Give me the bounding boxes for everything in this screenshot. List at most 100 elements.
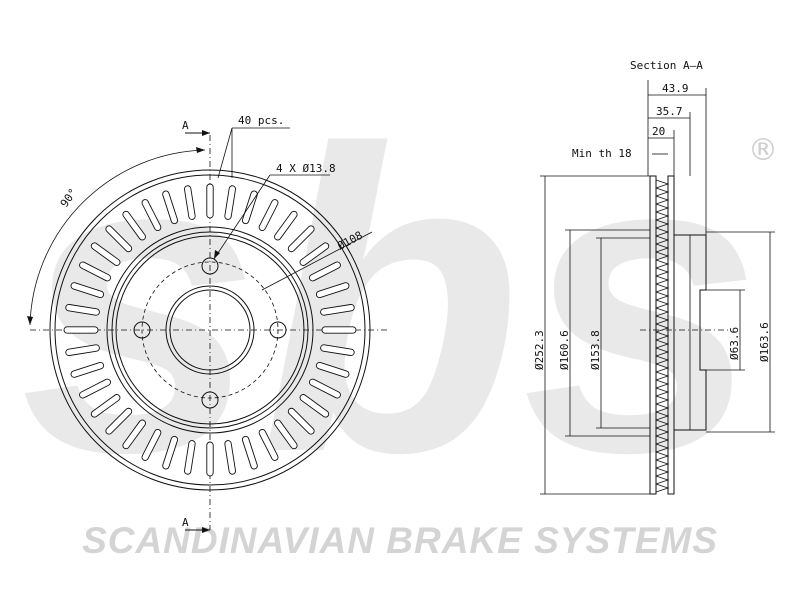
dim-outer-diameter: Ø252.3: [533, 330, 546, 370]
vent-slot: [320, 304, 355, 316]
vent-slot: [70, 282, 105, 299]
logo-text: sbs: [20, 62, 761, 542]
vent-slot: [162, 435, 179, 470]
dim-hat-height: 35.7: [656, 105, 683, 118]
cooling-vane: [655, 483, 670, 493]
friction-plate-outer: [649, 175, 657, 495]
cooling-vane: [655, 451, 670, 461]
cooling-vane: [655, 211, 670, 221]
vent-slots: [63, 183, 357, 477]
cooling-vane: [655, 371, 670, 381]
vent-slot: [141, 428, 162, 461]
cooling-vane: [655, 467, 670, 477]
section-marker-top-label: A: [182, 119, 189, 132]
vent-slot: [162, 190, 179, 225]
cooling-vane: [655, 251, 670, 261]
dim-hat-diameter: Ø163.6: [758, 322, 771, 362]
cooling-vane: [655, 379, 670, 389]
vent-slot: [79, 261, 112, 282]
bolt-circle-leader: [261, 231, 373, 291]
cooling-vane: [655, 459, 670, 469]
vent-slot: [258, 428, 279, 461]
cooling-vane: [655, 355, 670, 365]
vent-slot: [274, 419, 298, 450]
vent-slot: [90, 394, 121, 418]
bolt-hole-leader-diag: [213, 174, 271, 260]
bolt-hole-left: [133, 321, 151, 339]
hat-profile: [674, 234, 707, 431]
vent-slot: [70, 361, 105, 378]
section-title: Section A–A: [630, 59, 703, 72]
friction-plate-inner: [667, 175, 675, 495]
friction-ring-inner-edge: [106, 226, 314, 434]
vent-slot: [299, 394, 330, 418]
vent-count-label: 40 pcs.: [238, 114, 284, 127]
vent-slot: [122, 419, 146, 450]
vent-slot: [141, 199, 162, 232]
cooling-vane: [655, 315, 670, 325]
vent-slot: [122, 210, 146, 241]
dim-overall-height: 43.9: [662, 82, 689, 95]
vent-slot: [105, 225, 133, 253]
hat-outer-edge: [115, 235, 305, 425]
vent-slot: [274, 210, 298, 241]
cooling-vane: [655, 443, 670, 453]
cooling-vane: [655, 243, 670, 253]
section-marker-bottom-arrow: [202, 527, 210, 533]
vent-slot: [308, 378, 341, 399]
section-marker-bottom-label: A: [182, 516, 189, 529]
dim-disc-thickness: 20: [652, 125, 665, 138]
cooling-vane: [655, 475, 670, 485]
brand-name: SCANDINAVIAN BRAKE SYSTEMS: [82, 520, 718, 561]
bolt-hole-right: [269, 321, 287, 339]
vent-slot: [224, 185, 236, 220]
vent-slot: [258, 199, 279, 232]
outer-edge: [49, 169, 371, 491]
vent-slot: [224, 440, 236, 475]
cooling-vane: [655, 227, 670, 237]
vent-slot: [63, 326, 99, 334]
vent-slot: [184, 185, 196, 220]
cooling-vanes: [655, 179, 670, 493]
vent-slot: [79, 378, 112, 399]
cooling-vane: [655, 219, 670, 229]
cooling-vane: [655, 291, 670, 301]
vent-slot: [315, 361, 350, 378]
angle-arc: [29, 149, 206, 326]
cooling-vane: [655, 403, 670, 413]
vent-slot: [299, 242, 330, 266]
cooling-vane: [655, 307, 670, 317]
vent-slot: [90, 242, 121, 266]
dim-diameter-153: Ø153.8: [589, 330, 602, 370]
cooling-vane: [655, 427, 670, 437]
cooling-vane: [655, 347, 670, 357]
cooling-vane: [655, 299, 670, 309]
cooling-vane: [655, 363, 670, 373]
bolt-hole-top: [201, 257, 219, 275]
cooling-vane: [655, 331, 670, 341]
disc-section: [640, 175, 730, 495]
vent-slot: [65, 304, 100, 316]
cooling-vane: [655, 203, 670, 213]
angle-arrowhead-left: [27, 316, 33, 325]
cooling-vane: [655, 235, 670, 245]
outer-chamfer: [54, 174, 366, 486]
vent-slot: [206, 441, 214, 477]
cooling-vane: [655, 275, 670, 285]
vent-slot: [206, 183, 214, 219]
bolt-circle: [141, 261, 279, 399]
bolt-hole-bottom: [201, 391, 219, 409]
cooling-vane: [655, 323, 670, 333]
friction-ring-inner-edge-2: [111, 231, 309, 429]
vent-slot: [287, 407, 315, 435]
dim-min-thickness: Min th 18: [572, 147, 632, 160]
angle-arrowhead-top: [196, 147, 205, 153]
centre-bore-outer: [165, 285, 255, 375]
bolt-hole-leader-arrow: [214, 250, 220, 259]
vent-slot: [241, 435, 258, 470]
cooling-vane: [655, 187, 670, 197]
bolt-hole-label: 4 X Ø13.8: [276, 162, 336, 175]
vent-slot: [315, 282, 350, 299]
cooling-vane: [655, 419, 670, 429]
